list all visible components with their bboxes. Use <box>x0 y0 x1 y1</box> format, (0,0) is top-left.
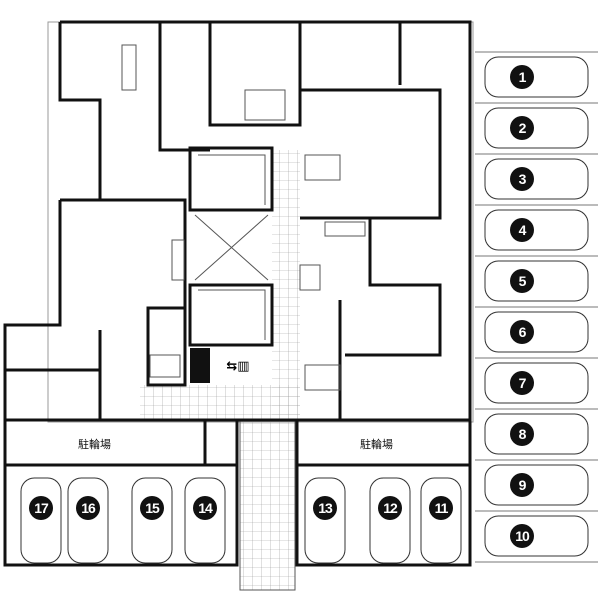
parking-number-badge: 9 <box>510 473 534 497</box>
stair-block <box>190 348 210 383</box>
parking-space-car <box>484 260 589 302</box>
stairs-emergency-sign: ⇆▥ <box>216 356 260 378</box>
parking-space-car <box>304 477 346 564</box>
corridor-tiles <box>272 150 300 420</box>
parking-number-badge: 10 <box>510 524 534 548</box>
parking-space-car <box>484 209 589 251</box>
parking-number-badge: 13 <box>313 496 337 520</box>
parking-space-car <box>484 413 589 455</box>
parking-space-car <box>67 477 109 564</box>
parking-space-car <box>184 477 226 564</box>
parking-number-badge: 16 <box>76 496 100 520</box>
fixtures <box>121 44 366 391</box>
bike-parking-right-label: 駐輪場 <box>360 438 393 451</box>
parking-space-car <box>484 56 589 98</box>
parking-number-badge: 12 <box>378 496 402 520</box>
parking-number-badge: 11 <box>429 496 453 520</box>
parking-space-car <box>484 464 589 506</box>
parking-space-car <box>484 362 589 404</box>
right-stall-lines <box>475 51 598 563</box>
parking-space-car <box>369 477 411 564</box>
parking-number-badge: 7 <box>510 371 534 395</box>
cars <box>20 56 589 564</box>
parking-space-car <box>484 107 589 149</box>
parking-number-badge: 3 <box>510 167 534 191</box>
parking-number-badge: 14 <box>193 496 217 520</box>
parking-number-badge: 1 <box>510 65 534 89</box>
entrance-walkway <box>239 419 296 591</box>
parking-number-badge: 6 <box>510 320 534 344</box>
parking-number-badge: 5 <box>510 269 534 293</box>
parking-number-badge: 2 <box>510 116 534 140</box>
parking-space-car <box>484 158 589 200</box>
parking-number-badge: 8 <box>510 422 534 446</box>
parking-space-car <box>420 477 462 564</box>
entrance-tiles <box>140 385 300 420</box>
parking-space-car <box>484 311 589 353</box>
parking-space-car <box>131 477 173 564</box>
parking-number-badge: 4 <box>510 218 534 242</box>
parking-number-badge: 15 <box>140 496 164 520</box>
walls <box>3 20 472 567</box>
parking-space-car <box>484 515 589 557</box>
parking-space-car <box>20 477 62 564</box>
parking-number-badge: 17 <box>29 496 53 520</box>
bike-parking-left-label: 駐輪場 <box>78 438 111 451</box>
